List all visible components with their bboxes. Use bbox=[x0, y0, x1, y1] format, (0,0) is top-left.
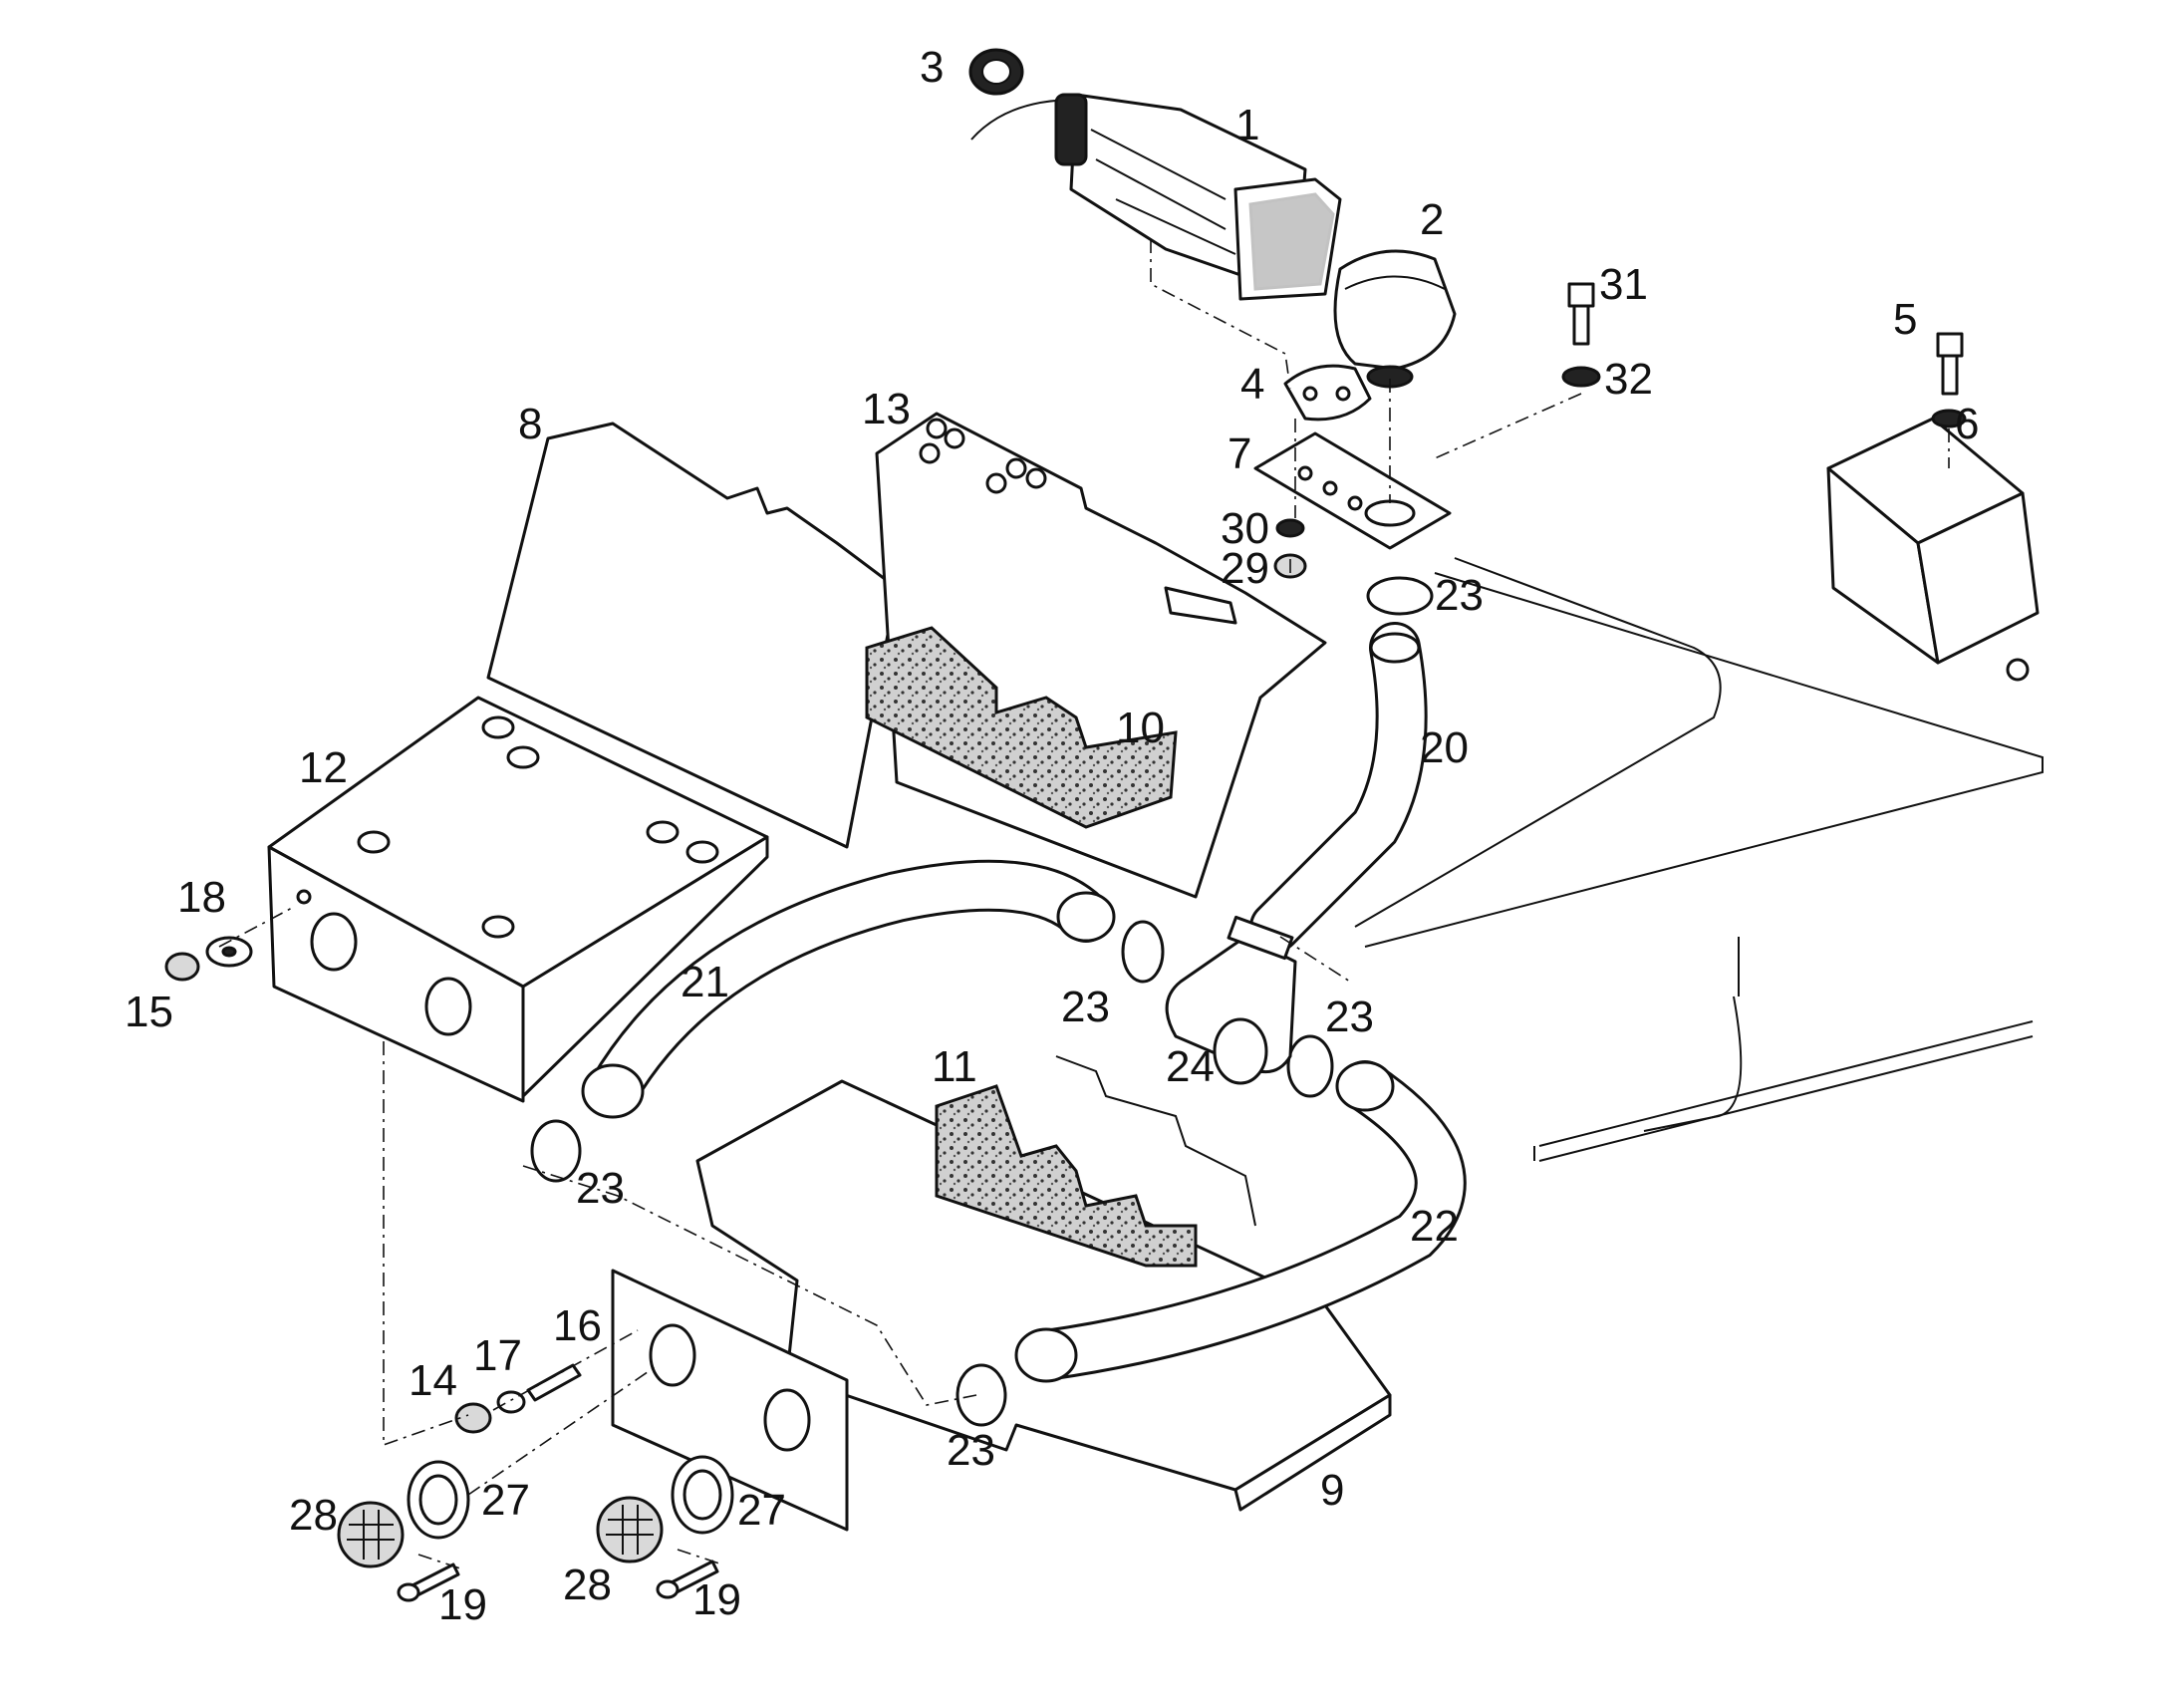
callout-28-left: 28 bbox=[289, 1491, 338, 1540]
cap-3 bbox=[968, 48, 1024, 96]
callout-17: 17 bbox=[473, 1331, 522, 1380]
hose-22 bbox=[1014, 1060, 1467, 1383]
callout-20: 20 bbox=[1420, 723, 1469, 772]
hose-20 bbox=[1249, 622, 1428, 953]
vehicle-floor-outline bbox=[1354, 557, 2044, 1162]
callout-8: 8 bbox=[518, 400, 542, 448]
callout-27-right: 27 bbox=[737, 1486, 786, 1535]
grille-ring-27-right bbox=[671, 1455, 734, 1535]
callout-23-hose22: 23 bbox=[947, 1426, 995, 1475]
foam-insert-11 bbox=[935, 1084, 1198, 1268]
callout-32: 32 bbox=[1604, 355, 1653, 404]
washer-18 bbox=[205, 936, 253, 968]
grille-ring-27-left bbox=[407, 1460, 470, 1540]
callout-11: 11 bbox=[932, 1042, 977, 1091]
callout-31: 31 bbox=[1599, 260, 1648, 309]
callout-10: 10 bbox=[1116, 704, 1165, 752]
callout-19-right: 19 bbox=[692, 1575, 741, 1624]
foam-insert-10 bbox=[865, 626, 1178, 829]
callout-30: 30 bbox=[1221, 504, 1269, 553]
washer-32 bbox=[1561, 366, 1601, 388]
grille-mounting-plate bbox=[611, 1269, 849, 1532]
nut-14 bbox=[454, 1402, 492, 1434]
callout-5: 5 bbox=[1893, 295, 1917, 344]
clamp-23-left-elbow bbox=[1121, 920, 1165, 984]
leader-lines bbox=[218, 239, 1950, 1570]
clamp-23-right-elbow bbox=[1286, 1034, 1334, 1098]
grille-cap-28-left bbox=[337, 1501, 405, 1568]
screw-19-left bbox=[397, 1563, 460, 1602]
callout-13: 13 bbox=[862, 385, 911, 433]
washer-17 bbox=[496, 1390, 526, 1414]
callout-18: 18 bbox=[177, 873, 226, 922]
bolt-31 bbox=[1567, 282, 1595, 346]
callout-24: 24 bbox=[1166, 1042, 1215, 1091]
washer-6 bbox=[1931, 409, 1967, 428]
callout-1: 1 bbox=[1235, 101, 1259, 149]
cover-panel-8 bbox=[486, 422, 899, 849]
clamp-23-hose22 bbox=[956, 1363, 1007, 1427]
callout-3: 3 bbox=[920, 43, 944, 92]
callout-23-top: 23 bbox=[1435, 571, 1484, 620]
callout-19-left: 19 bbox=[438, 1580, 487, 1629]
callout-27-left: 27 bbox=[481, 1476, 530, 1525]
callout-4: 4 bbox=[1240, 360, 1264, 409]
callout-15: 15 bbox=[125, 988, 173, 1036]
callout-12: 12 bbox=[299, 743, 348, 792]
callout-28-right: 28 bbox=[563, 1561, 612, 1609]
housing-12 bbox=[267, 696, 769, 1103]
callout-14: 14 bbox=[409, 1356, 457, 1405]
control-box bbox=[1826, 417, 2040, 682]
clamp-23-top bbox=[1366, 576, 1434, 616]
callout-21: 21 bbox=[681, 958, 729, 1006]
callout-16: 16 bbox=[553, 1301, 602, 1350]
heater-unit bbox=[970, 93, 1342, 301]
mounting-plate-7 bbox=[1253, 431, 1452, 550]
callout-2: 2 bbox=[1420, 195, 1444, 244]
callout-6: 6 bbox=[1955, 400, 1979, 448]
exhaust-cap-2 bbox=[1333, 249, 1457, 389]
nut-15 bbox=[164, 952, 200, 982]
clamp-23-hose21 bbox=[530, 1119, 582, 1183]
hose-21 bbox=[581, 859, 1116, 1119]
callout-23-hose21: 23 bbox=[576, 1164, 625, 1213]
callout-labels: 1 2 3 4 5 6 7 8 9 10 11 12 13 14 15 16 1… bbox=[125, 43, 1979, 1629]
washer-30 bbox=[1275, 518, 1305, 538]
callout-23-elbow-right: 23 bbox=[1325, 993, 1374, 1041]
screw-19-right bbox=[656, 1560, 719, 1599]
bolt-5 bbox=[1936, 332, 1964, 396]
screw-16 bbox=[526, 1363, 582, 1402]
elbow-connector-24 bbox=[1165, 915, 1297, 1085]
grille-cap-28-right bbox=[596, 1496, 664, 1564]
callout-7: 7 bbox=[1228, 429, 1251, 478]
callout-22: 22 bbox=[1410, 1202, 1459, 1251]
gasket-4 bbox=[1283, 364, 1372, 422]
callout-29: 29 bbox=[1221, 544, 1269, 593]
callout-23-elbow-left: 23 bbox=[1061, 983, 1110, 1031]
callout-9: 9 bbox=[1320, 1466, 1344, 1515]
